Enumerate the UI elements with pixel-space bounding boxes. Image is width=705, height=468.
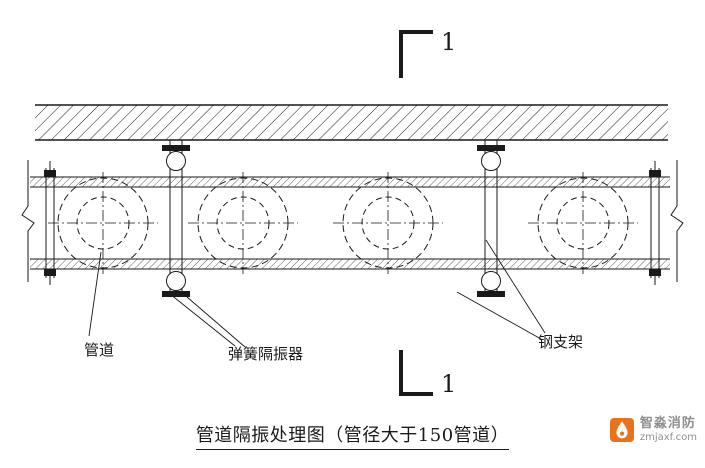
section-number-bottom: 1 — [441, 370, 456, 398]
leader-bracket-2 — [456, 291, 542, 340]
site-logo: 智淼消防 zmjaxf.com — [609, 416, 697, 443]
end-plate-right — [649, 161, 661, 285]
pipe-section-2 — [188, 172, 298, 274]
leader-pipe — [88, 251, 102, 337]
ceiling-slab — [35, 104, 668, 141]
spring-isolator-label: 弹簧隔振器 — [228, 345, 303, 363]
title-row: 管道隔振处理图（管径大于150管道） — [0, 421, 705, 450]
pipe-section-1 — [48, 172, 158, 274]
section-number-top: 1 — [441, 28, 456, 56]
section-mark-top — [399, 30, 433, 78]
leader-bracket-1 — [485, 239, 546, 334]
steel-bracket-label: 钢支架 — [538, 333, 583, 351]
logo-flame-icon — [609, 418, 634, 443]
spring-hanger-left — [162, 140, 190, 297]
leader-spring-1 — [169, 293, 236, 347]
logo-text-block: 智淼消防 zmjaxf.com — [639, 416, 697, 443]
section-mark-bottom — [399, 350, 433, 396]
spring-hanger-right — [477, 140, 505, 297]
break-line-left — [21, 160, 35, 282]
leader-spring-2 — [186, 296, 246, 348]
pipe-section-4 — [528, 172, 638, 274]
logo-site-url: zmjaxf.com — [639, 431, 697, 443]
break-line-right — [670, 160, 684, 282]
drawing-title: 管道隔振处理图（管径大于150管道） — [195, 421, 510, 450]
logo-name: 智淼消防 — [639, 416, 696, 431]
leader-lines — [88, 239, 546, 348]
pipe-section-3 — [333, 172, 443, 274]
steel-frame-channels — [30, 176, 670, 270]
pipe-label: 管道 — [84, 341, 114, 359]
